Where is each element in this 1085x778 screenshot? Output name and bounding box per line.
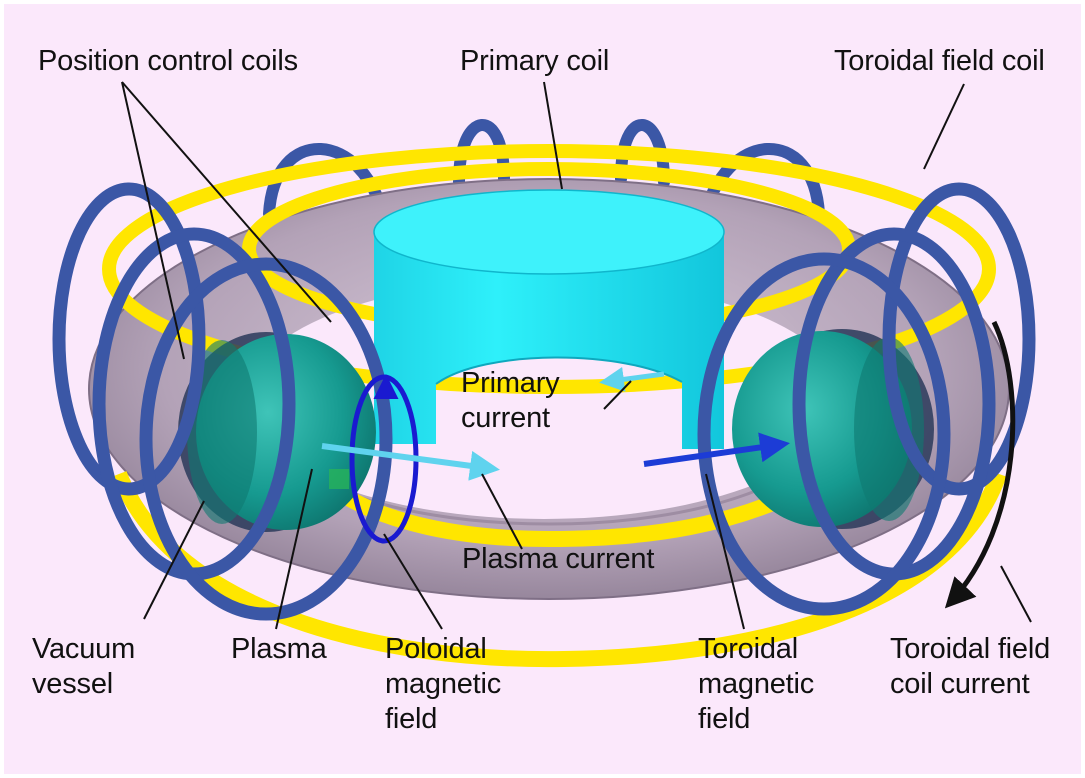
- label-toroidal-magnetic-field: Toroidal magnetic field: [698, 632, 814, 737]
- label-primary-current: Primary current: [461, 366, 560, 436]
- label-toroidal-field-coil: Toroidal field coil: [834, 44, 1045, 79]
- label-toroidal-field-coil-current: Toroidal field coil current: [890, 632, 1050, 702]
- label-primary-coil: Primary coil: [460, 44, 609, 79]
- label-poloidal-magnetic-field: Poloidal magnetic field: [385, 632, 501, 737]
- diagram-canvas: Position control coils Primary coil Toro…: [4, 4, 1081, 774]
- label-vacuum-vessel: Vacuum vessel: [32, 632, 135, 702]
- label-plasma-current: Plasma current: [462, 542, 654, 577]
- label-plasma: Plasma: [231, 632, 327, 667]
- label-position-control-coils: Position control coils: [38, 44, 298, 79]
